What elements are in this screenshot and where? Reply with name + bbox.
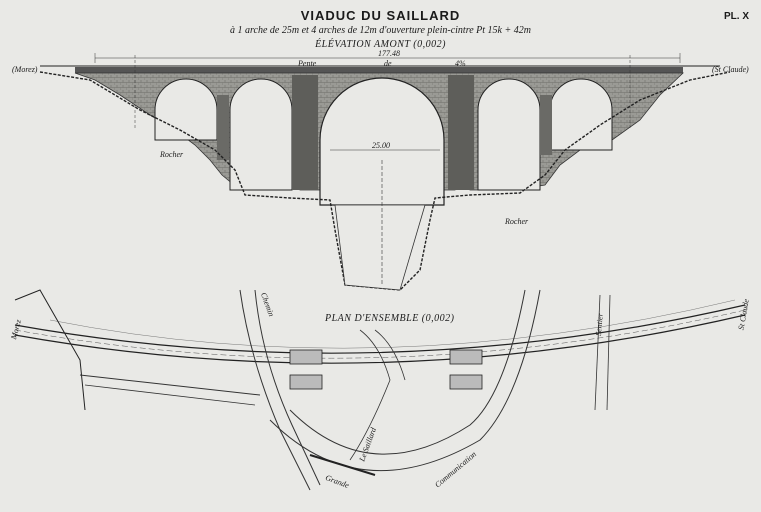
viaduct-deck [40, 65, 720, 73]
label-length-top: 177.48 [378, 49, 400, 58]
plate-title: VIADUC DU SAILLARD [300, 8, 461, 23]
elevation-title: ÉLÉVATION AMONT (0,002) [315, 39, 446, 50]
ground-profile [39, 71, 731, 291]
dimension-lines [94, 53, 681, 151]
label-stclaude-elevation: (St Claude) [712, 65, 749, 74]
plan-view [14, 289, 746, 491]
viaduct-masonry [74, 72, 684, 206]
label-rocher-right: Rocher [505, 217, 529, 226]
label-de: de [384, 59, 392, 68]
plate-subtitle: à 1 arche de 25m et 4 arches de 12m d'ou… [230, 25, 531, 36]
plan-title: PLAN D'ENSEMBLE (0,002) [325, 313, 455, 324]
label-pente: Pente [298, 59, 317, 68]
label-span-main: 25.00 [372, 141, 390, 150]
label-rocher-left: Rocher [160, 150, 184, 159]
label-morez-elevation: (Morez) [12, 65, 38, 74]
plate-number: PL. X [723, 11, 749, 22]
label-slope: 4% [455, 59, 466, 68]
